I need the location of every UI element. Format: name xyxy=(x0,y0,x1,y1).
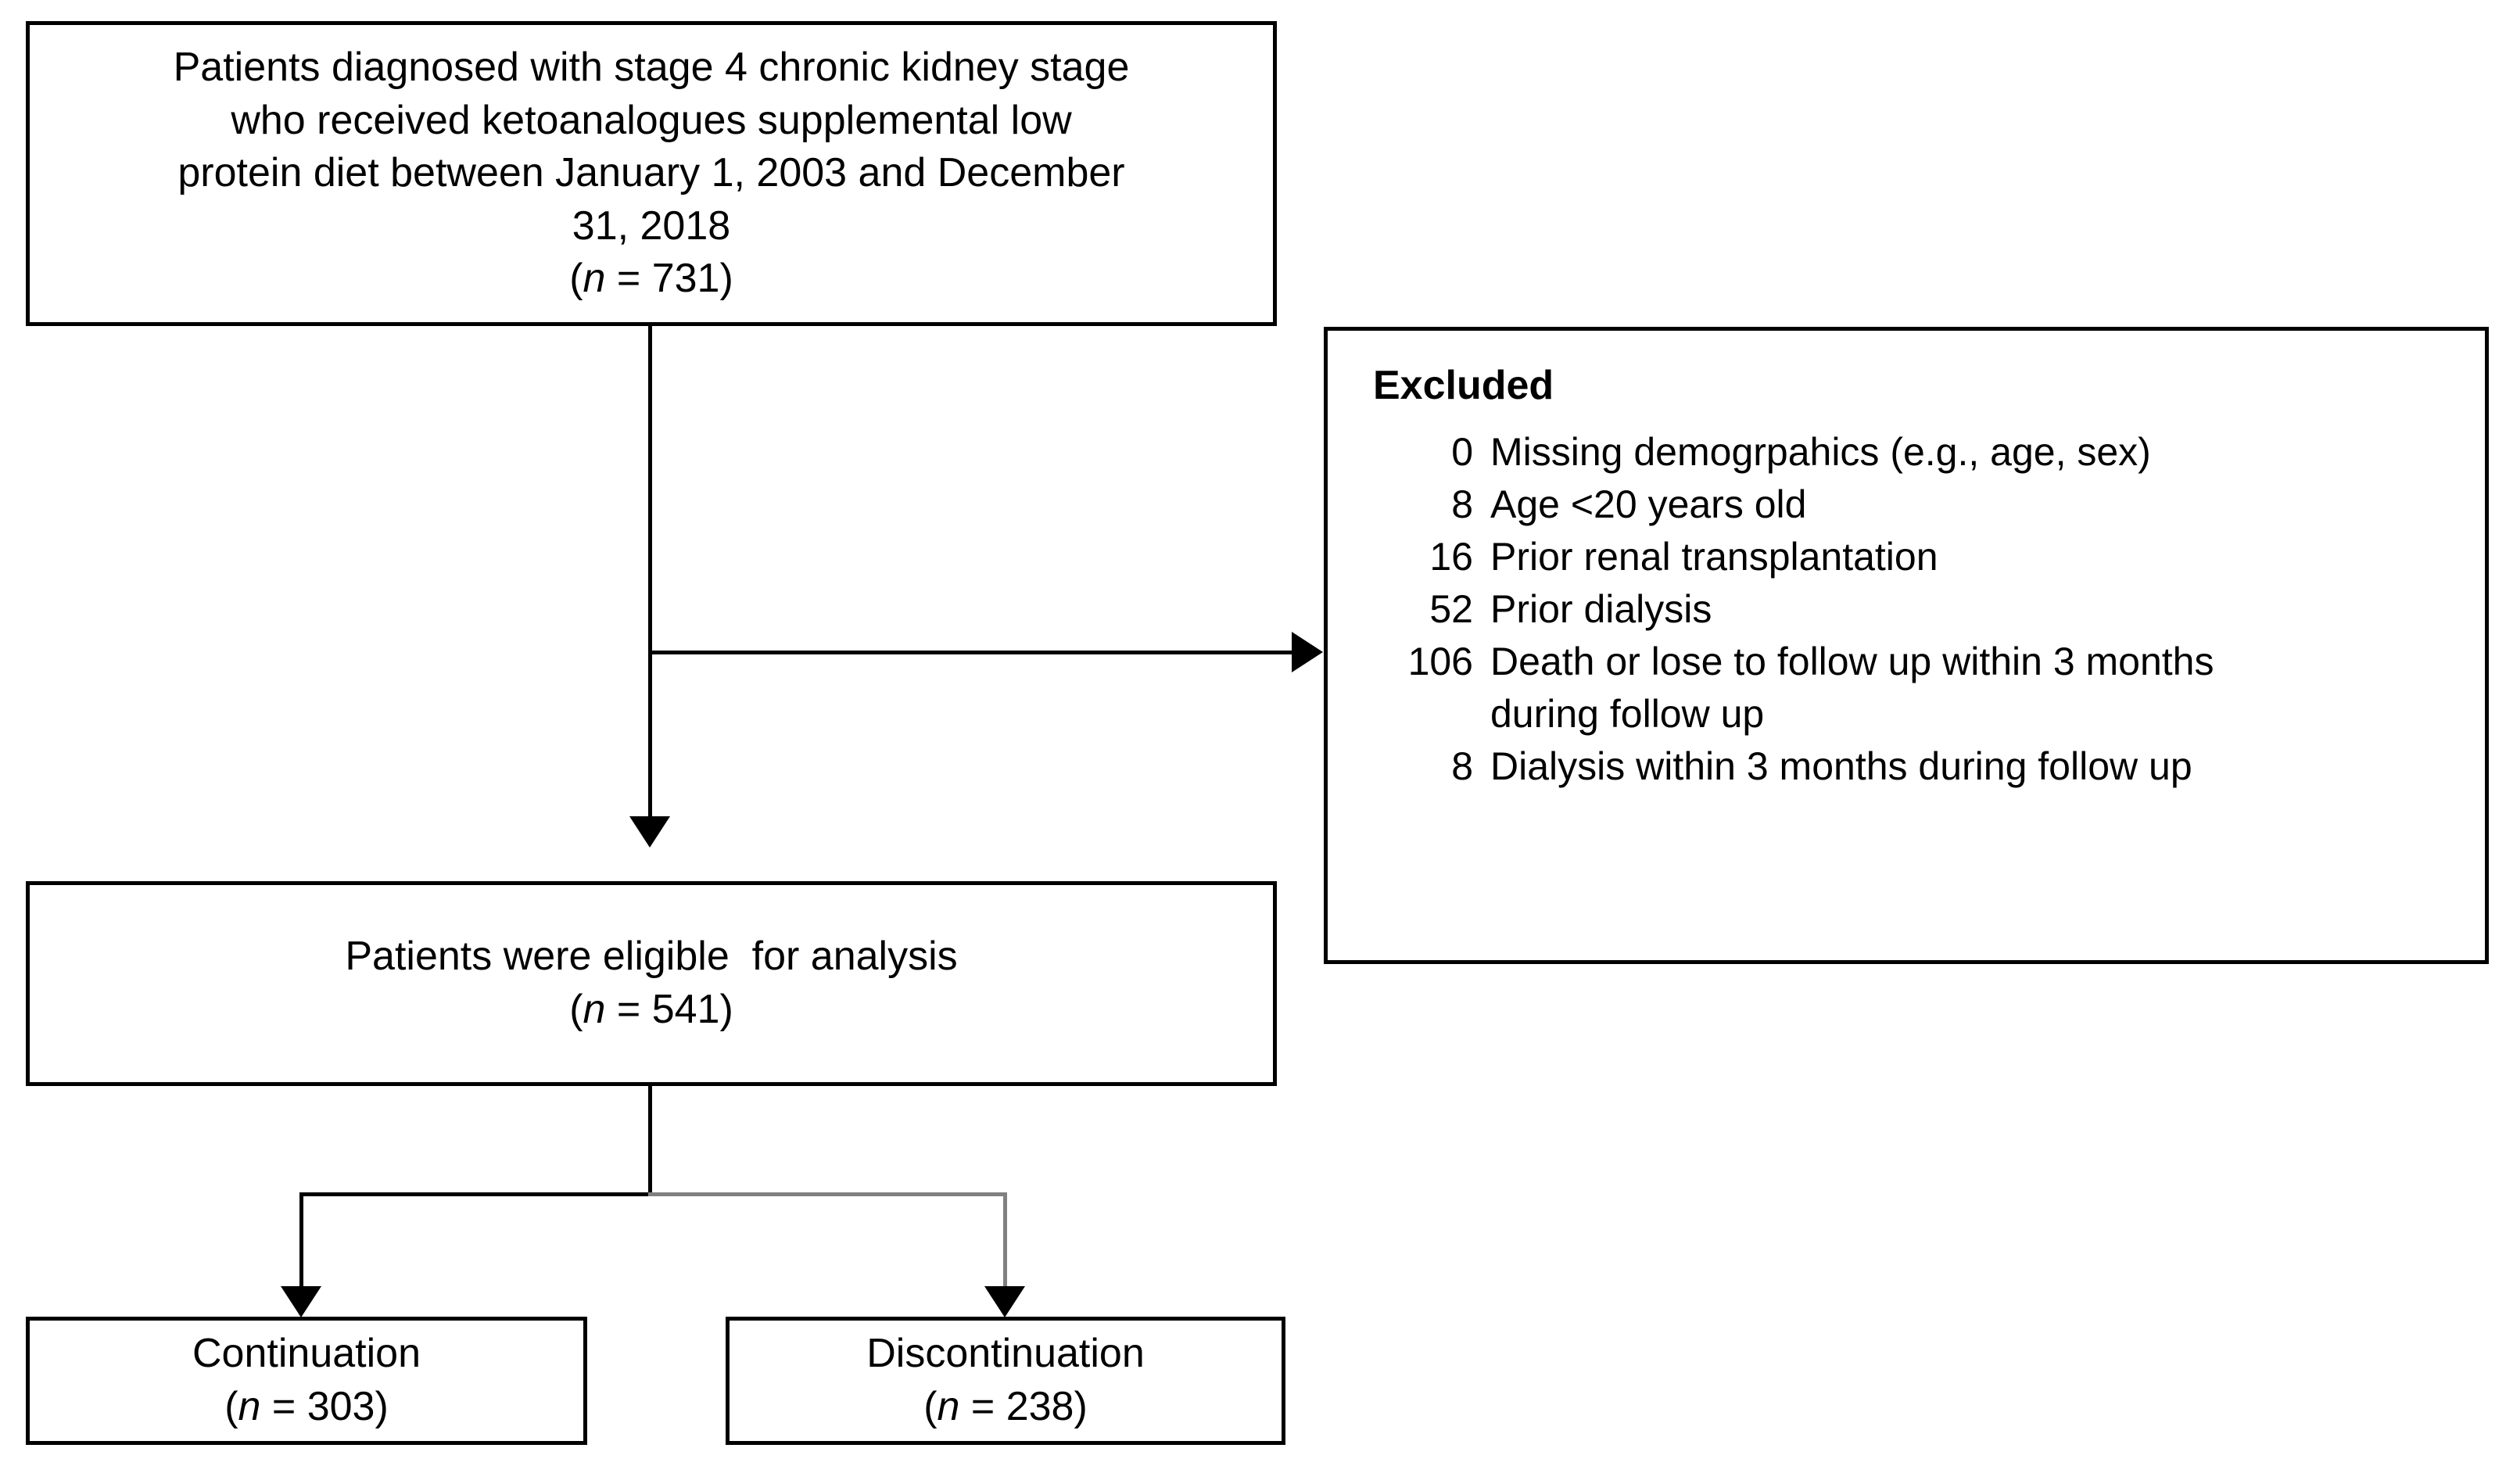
continuation-sample-size: (n = 303) xyxy=(224,1381,389,1434)
eligible-sample-size: (n = 541) xyxy=(569,984,733,1037)
connector-source-to-eligible-line xyxy=(648,326,652,816)
excluded-item: 16 Prior renal transplantation xyxy=(1373,531,2214,583)
continuation-n-value: 303 xyxy=(307,1384,375,1429)
arrow-down-icon-to-eligible xyxy=(629,816,670,848)
excluded-item-count: 8 xyxy=(1451,744,1473,788)
connector-trunk-to-excluded-line xyxy=(648,651,1294,654)
discontinuation-sample-size: (n = 238) xyxy=(923,1381,1088,1434)
arrow-down-icon-to-continuation xyxy=(281,1286,321,1317)
box-discontinuation: Discontinuation (n = 238) xyxy=(726,1317,1285,1445)
discontinuation-n-label: n xyxy=(937,1384,960,1429)
eligible-n-value: 541 xyxy=(651,987,720,1032)
source-n-prefix: ( xyxy=(569,256,583,302)
excluded-item-reason: Dialysis within 3 months during follow u… xyxy=(1490,744,2192,788)
discontinuation-n-suffix: ) xyxy=(1074,1384,1088,1429)
excluded-heading: Excluded xyxy=(1373,363,1554,408)
box-source-population: Patients diagnosed with stage 4 chronic … xyxy=(26,21,1277,326)
source-line-1: Patients diagnosed with stage 4 chronic … xyxy=(173,45,1130,91)
excluded-item-reason: Age <20 years old xyxy=(1490,482,1807,526)
box-excluded: Excluded 0 Missing demogrpahics (e.g., a… xyxy=(1324,327,2489,964)
eligible-n-label: n xyxy=(583,987,606,1032)
continuation-n-prefix: ( xyxy=(224,1384,238,1429)
connector-split-bar-left xyxy=(299,1192,652,1196)
discontinuation-n-equals: = xyxy=(959,1384,1006,1429)
discontinuation-label: Discontinuation xyxy=(866,1331,1145,1377)
discontinuation-n-value: 238 xyxy=(1006,1384,1074,1429)
excluded-reason-list: 0 Missing demogrpahics (e.g., age, sex) … xyxy=(1373,426,2214,793)
continuation-n-equals: = xyxy=(260,1384,307,1429)
excluded-item: 52 Prior dialysis xyxy=(1373,583,2214,636)
excluded-item-count: 8 xyxy=(1451,482,1473,526)
source-sample-size: (n = 731) xyxy=(569,253,733,306)
eligible-n-equals: = xyxy=(605,987,652,1032)
connector-split-bar-right xyxy=(648,1192,1007,1196)
continuation-n-label: n xyxy=(238,1384,261,1429)
excluded-item-count: 106 xyxy=(1407,640,1473,683)
excluded-item-reason: Prior renal transplantation xyxy=(1490,535,1938,579)
discontinuation-n-prefix: ( xyxy=(923,1384,938,1429)
excluded-item-first-line: 106 Death or lose to follow up within 3 … xyxy=(1373,636,2214,688)
box-continuation: Continuation (n = 303) xyxy=(26,1317,587,1445)
connector-drop-to-discontinuation xyxy=(1003,1192,1007,1291)
excluded-item: 0 Missing demogrpahics (e.g., age, sex) xyxy=(1373,426,2214,479)
continuation-label: Continuation xyxy=(192,1331,421,1377)
eligible-n-prefix: ( xyxy=(569,987,583,1032)
box-eligible: Patients were eligible for analysis (n =… xyxy=(26,881,1277,1086)
arrow-down-icon-to-discontinuation xyxy=(984,1286,1025,1317)
excluded-item-count: 52 xyxy=(1429,587,1473,631)
source-n-value: 731 xyxy=(651,256,720,302)
excluded-item: 106 Death or lose to follow up within 3 … xyxy=(1373,636,2214,740)
source-n-label: n xyxy=(583,256,606,302)
excluded-item-count: 16 xyxy=(1429,535,1473,579)
source-line-4: 31, 2018 xyxy=(572,203,731,249)
source-line-3: protein diet between January 1, 2003 and… xyxy=(177,150,1125,196)
eligible-line-1: Patients were eligible for analysis xyxy=(345,934,958,980)
excluded-item-reason: Missing demogrpahics (e.g., age, sex) xyxy=(1490,430,2151,474)
excluded-item: 8 Age <20 years old xyxy=(1373,479,2214,531)
continuation-n-suffix: ) xyxy=(375,1384,389,1429)
connector-drop-to-continuation xyxy=(299,1192,303,1291)
excluded-item-count: 0 xyxy=(1451,430,1473,474)
source-line-2: who received ketoanalogues supplemental … xyxy=(231,97,1072,143)
source-n-suffix: ) xyxy=(719,256,733,302)
excluded-item-continuation: during follow up xyxy=(1490,692,1765,736)
excluded-item-reason: Death or lose to follow up within 3 mont… xyxy=(1490,640,2214,683)
source-n-equals: = xyxy=(605,256,652,302)
excluded-item: 8 Dialysis within 3 months during follow… xyxy=(1373,740,2214,793)
arrow-right-icon-to-excluded xyxy=(1292,632,1323,672)
eligible-n-suffix: ) xyxy=(719,987,733,1032)
excluded-item-reason: Prior dialysis xyxy=(1490,587,1712,631)
connector-eligible-split-stem xyxy=(648,1086,652,1196)
